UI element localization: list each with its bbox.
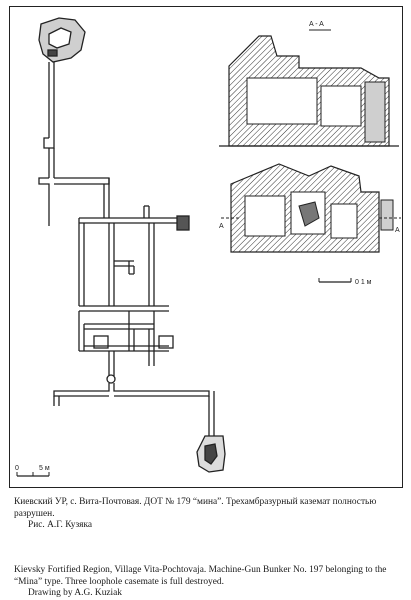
- section-mark-right: A: [395, 227, 400, 234]
- drawing-frame: [9, 6, 403, 488]
- caption-ru-credit: Рис. А.Г. Кузяка: [28, 520, 93, 530]
- scale-left-end: 5 м: [39, 465, 50, 472]
- scale-bar-right: 0 1 м: [318, 278, 372, 286]
- caption-en: Kievsky Fortified Region, Village Vita-P…: [14, 565, 387, 587]
- section-label: A - A: [309, 21, 324, 28]
- scale-left-zero: 0: [15, 465, 19, 472]
- scale-bar-left: 0 5 м: [15, 465, 50, 477]
- caption-en-credit: Drawing by A.G. Kuziak: [28, 588, 122, 598]
- section-view: A - A: [219, 21, 399, 147]
- caption-ru: Киевский УР, с. Вита-Почтовая. ДОТ № 179…: [14, 497, 377, 519]
- junction-room-left: [93, 335, 109, 349]
- junction-room-right: [158, 335, 174, 349]
- section-mark-left: A: [219, 223, 224, 230]
- tunnel-plan: [38, 17, 226, 473]
- bunker-drawing: 0 5 м A - A A A: [15, 17, 401, 477]
- casemate-plan: A A: [219, 163, 401, 253]
- side-room: [176, 215, 190, 231]
- scale-right-label: 0 1 м: [355, 279, 372, 286]
